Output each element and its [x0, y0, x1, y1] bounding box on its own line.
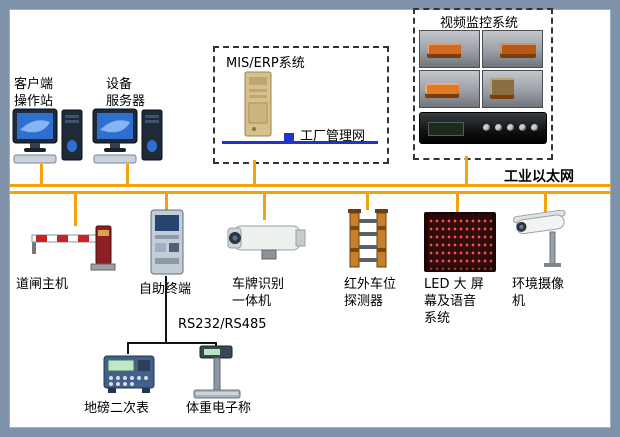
drop-line-client — [40, 164, 43, 184]
ethernet-bus-line — [9, 191, 611, 194]
serial-line-left-drop — [127, 342, 129, 354]
factory-net-line — [222, 141, 378, 144]
drop-line-lpr — [263, 194, 266, 220]
drop-line-camera — [544, 194, 547, 212]
camera-thumbnail-icon — [419, 70, 480, 108]
barrier-gate-icon — [31, 225, 116, 271]
ethernet-bus-label: 工业以太网 — [504, 169, 574, 185]
video-system-box — [413, 8, 553, 160]
client-station-label: 客户端 操作站 — [14, 77, 54, 109]
factory-net-label: 工厂管理网 — [300, 129, 366, 144]
serial-line-vertical — [165, 276, 167, 342]
lpr-camera-icon — [227, 225, 306, 260]
device-server-label: 设备 服务器 — [106, 77, 146, 109]
serial-label: RS232/RS485 — [178, 317, 267, 332]
lpr-label: 车牌识别 一体机 — [232, 277, 285, 309]
ethernet-bus-line — [9, 184, 611, 187]
led-screen-icon — [424, 212, 496, 272]
mis-erp-title: MIS/ERP系统 — [226, 56, 305, 71]
drop-line-ir — [366, 194, 369, 210]
network-connector-icon — [284, 133, 294, 141]
drop-line-led — [456, 194, 459, 214]
scale-label: 体重电子称 — [186, 401, 252, 416]
camera-thumbnails — [419, 30, 545, 108]
mis-erp-box — [213, 46, 389, 164]
led-screen-label: LED 大 屏 幕及语音 系统 — [424, 277, 484, 326]
client-workstation-icon — [12, 108, 83, 164]
drop-line-mis — [253, 160, 256, 184]
cctv-camera-icon — [512, 210, 566, 267]
dvr-icon — [419, 112, 547, 144]
ir-detector-icon — [348, 209, 388, 268]
drop-line-barrier — [74, 194, 77, 226]
drop-line-kiosk — [165, 194, 168, 210]
camera-thumbnail-icon — [419, 30, 480, 68]
barrier-label: 道闸主机 — [16, 277, 69, 292]
weighbridge-label: 地磅二次表 — [84, 401, 150, 416]
camera-thumbnail-icon — [482, 70, 543, 108]
dvr-display — [428, 122, 464, 136]
drop-line-server — [126, 164, 129, 184]
platform-scale-icon — [193, 345, 241, 399]
drop-line-video — [465, 156, 468, 184]
ir-detector-label: 红外车位 探测器 — [344, 277, 397, 309]
device-server-icon — [92, 108, 163, 164]
dvr-buttons — [483, 124, 538, 131]
serial-line-horizontal — [127, 342, 217, 344]
video-system-title: 视频监控系统 — [440, 16, 519, 31]
server-tower-icon — [244, 71, 272, 137]
kiosk-icon — [150, 209, 184, 275]
weighbridge-indicator-icon — [103, 355, 155, 393]
camera-thumbnail-icon — [482, 30, 543, 68]
env-camera-label: 环境摄像 机 — [512, 277, 565, 309]
